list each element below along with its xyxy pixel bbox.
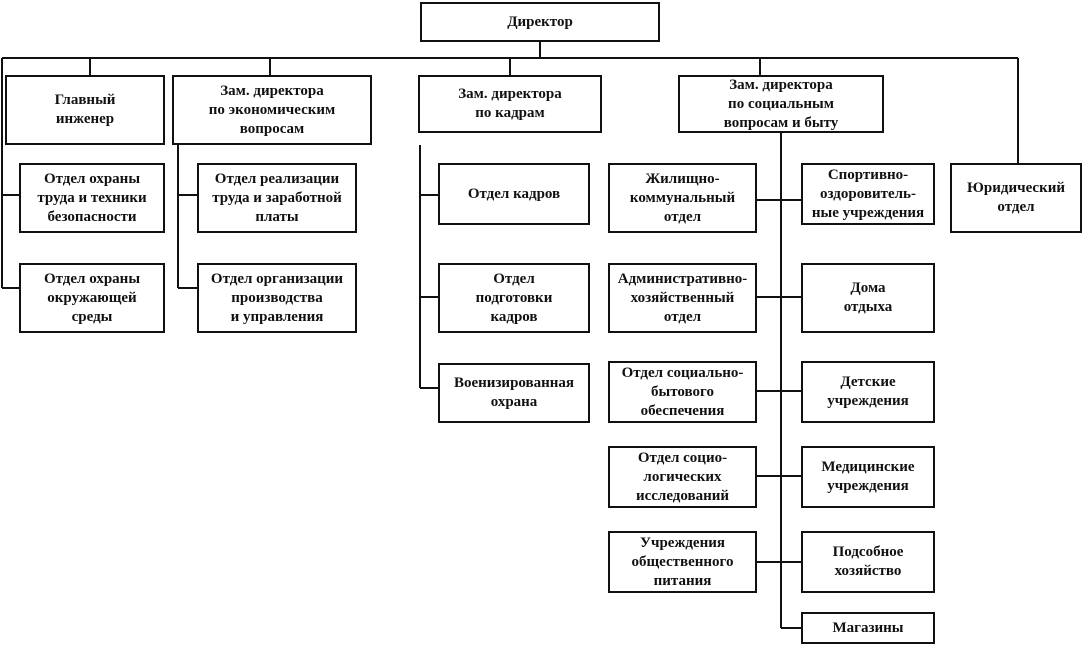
dept-sports-label: Спортивно- оздоровитель- ные учреждения	[811, 166, 925, 221]
dept-catering: Учреждения общественного питания	[608, 531, 757, 593]
deputy-econ-label: Зам. директора по экономическим вопросам	[208, 82, 336, 137]
director-box: Директор	[420, 2, 660, 42]
dept-shops: Магазины	[801, 612, 935, 644]
dept-environment: Отдел охраны окружающей среды	[19, 263, 165, 333]
legal-dept-box: Юридический отдел	[950, 163, 1082, 233]
dept-personnel-label: Отдел кадров	[467, 185, 561, 202]
dept-children: Детские учреждения	[801, 361, 935, 423]
dept-security-label: Военизированная охрана	[453, 375, 575, 410]
dept-labor-safety-label: Отдел охраны труда и техники безопасност…	[37, 170, 147, 225]
dept-housing: Жилищно- коммунальный отдел	[608, 163, 757, 233]
dept-rest-homes-label: Дома отдыха	[843, 280, 893, 315]
dept-auxiliary-farm: Подсобное хозяйство	[801, 531, 935, 593]
dept-training-label: Отдел подготовки кадров	[475, 270, 553, 325]
dept-sociology: Отдел социо- логических исследований	[608, 446, 757, 508]
deputy-social-box: Зам. директора по социальным вопросам и …	[678, 75, 884, 133]
dept-admin-label: Административно- хозяйственный отдел	[617, 270, 748, 325]
dept-personnel: Отдел кадров	[438, 163, 590, 225]
dept-training: Отдел подготовки кадров	[438, 263, 590, 333]
dept-shops-label: Магазины	[832, 619, 904, 636]
dept-labor-safety: Отдел охраны труда и техники безопасност…	[19, 163, 165, 233]
dept-social-support-label: Отдел социально- бытового обеспечения	[621, 364, 744, 419]
deputy-hr-box: Зам. директора по кадрам	[418, 75, 602, 133]
dept-social-support: Отдел социально- бытового обеспечения	[608, 361, 757, 423]
deputy-social-label: Зам. директора по социальным вопросам и …	[723, 76, 839, 131]
deputy-hr-label: Зам. директора по кадрам	[458, 86, 562, 121]
dept-medical-label: Медицинские учреждения	[821, 459, 915, 494]
dept-housing-label: Жилищно- коммунальный отдел	[629, 170, 736, 225]
legal-dept-label: Юридический отдел	[967, 180, 1065, 215]
dept-labor-wages-label: Отдел реализации труда и заработной плат…	[212, 170, 342, 225]
dept-catering-label: Учреждения общественного питания	[631, 534, 734, 589]
chief-engineer-label: Главный инженер	[54, 92, 116, 127]
dept-production-org: Отдел организации производства и управле…	[197, 263, 357, 333]
dept-labor-wages: Отдел реализации труда и заработной плат…	[197, 163, 357, 233]
dept-rest-homes: Дома отдыха	[801, 263, 935, 333]
dept-sports: Спортивно- оздоровитель- ные учреждения	[801, 163, 935, 225]
dept-children-label: Детские учреждения	[827, 374, 909, 409]
director-label: Директор	[507, 13, 573, 30]
deputy-econ-box: Зам. директора по экономическим вопросам	[172, 75, 372, 145]
dept-production-org-label: Отдел организации производства и управле…	[210, 270, 344, 325]
dept-security: Военизированная охрана	[438, 363, 590, 423]
dept-admin: Административно- хозяйственный отдел	[608, 263, 757, 333]
dept-environment-label: Отдел охраны окружающей среды	[43, 270, 141, 325]
dept-sociology-label: Отдел социо- логических исследований	[635, 449, 730, 504]
chief-engineer-box: Главный инженер	[5, 75, 165, 145]
dept-medical: Медицинские учреждения	[801, 446, 935, 508]
dept-auxiliary-farm-label: Подсобное хозяйство	[832, 544, 904, 579]
